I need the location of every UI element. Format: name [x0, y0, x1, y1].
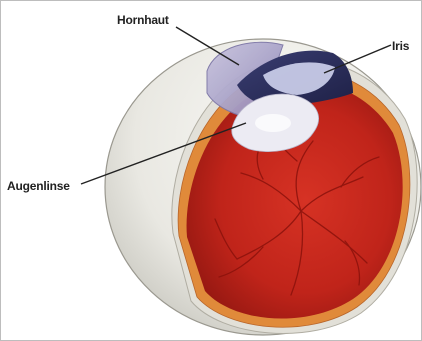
label-lens: Augenlinse — [7, 179, 70, 193]
label-iris: Iris — [392, 39, 409, 53]
lens-highlight — [255, 114, 291, 132]
label-cornea: Hornhaut — [117, 13, 169, 27]
